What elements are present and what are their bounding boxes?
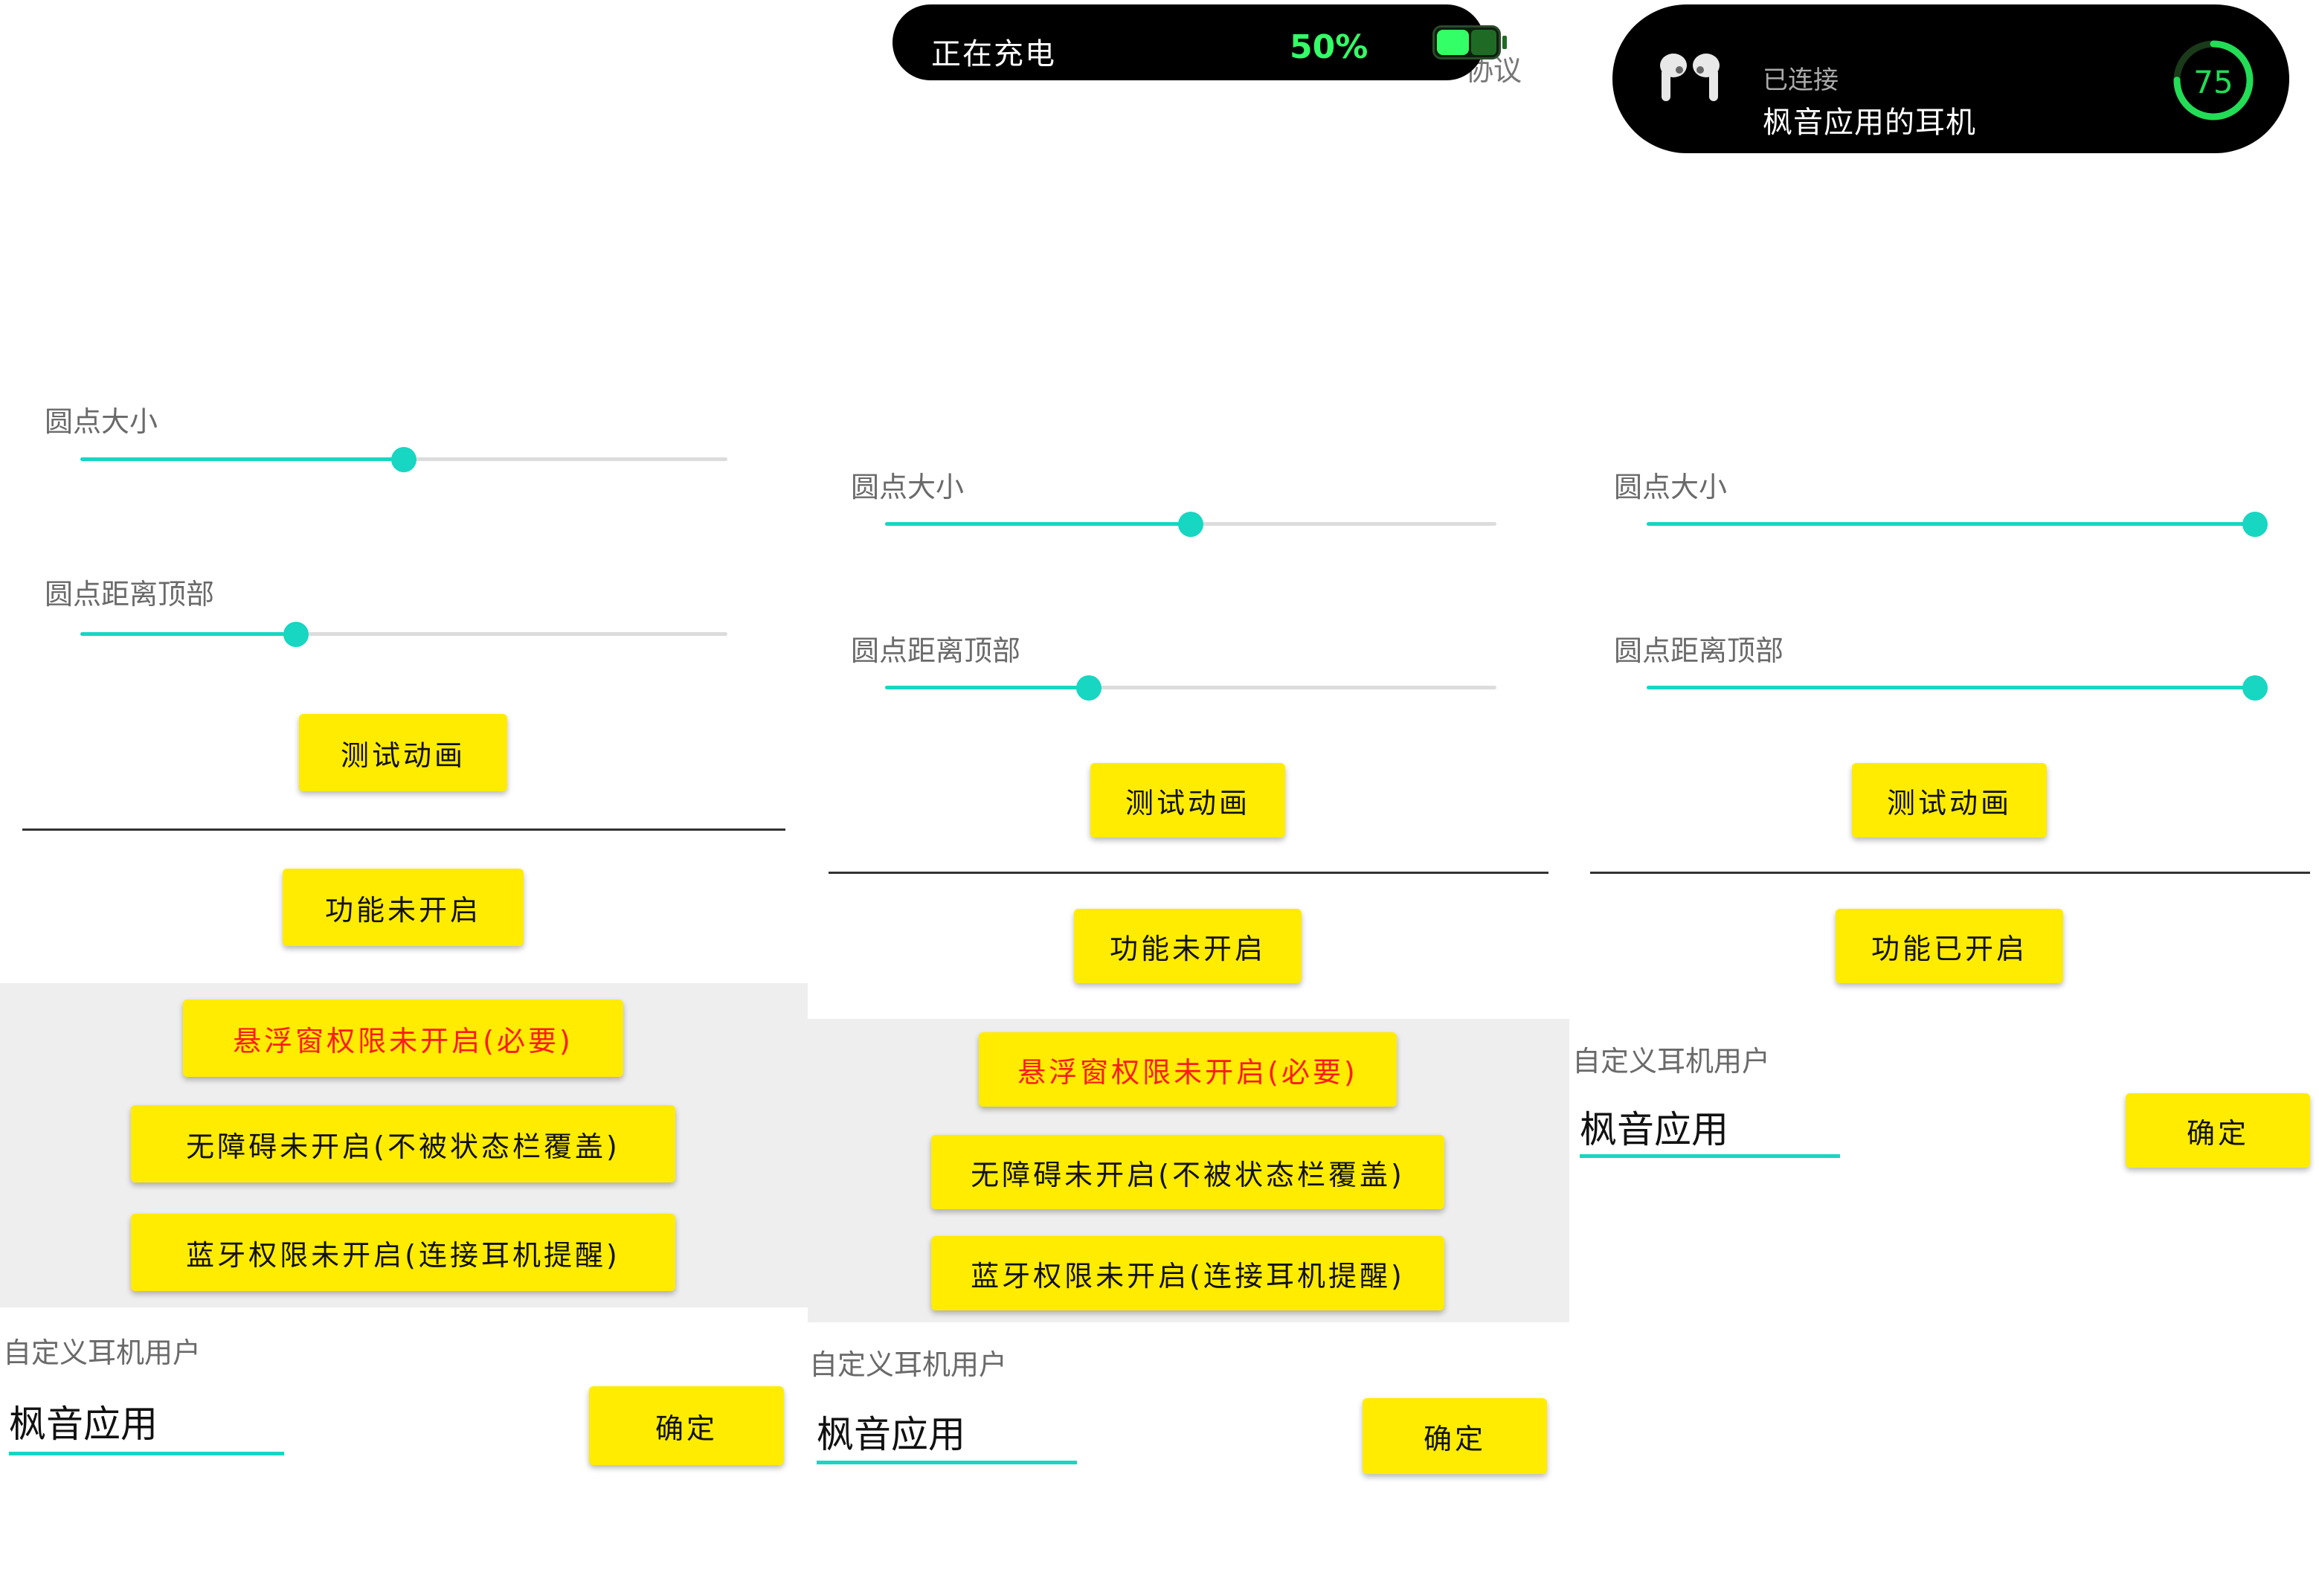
battery-fill xyxy=(1437,30,1469,55)
slider-size[interactable] xyxy=(1647,511,2268,537)
custom-user-label: 自定义耳机用户 xyxy=(809,1348,1008,1381)
charging-notification: 正在充电 50% xyxy=(892,4,1507,80)
earbuds-icon xyxy=(1660,54,1720,101)
custom-user-input[interactable]: 枫音应用 xyxy=(9,1403,158,1446)
slider-size-fill xyxy=(885,522,1191,526)
panel-left: 圆点大小 圆点距离顶部 测试动画 功能未开启 悬浮窗权限未开启(必要) 无障碍未… xyxy=(0,0,808,1596)
slider-top-thumb[interactable] xyxy=(283,621,309,647)
divider xyxy=(829,872,1548,874)
battery-ring xyxy=(2173,40,2254,120)
divider xyxy=(1590,872,2310,874)
test-animation-button[interactable]: 测试动画 xyxy=(299,714,507,791)
battery-fill-dark xyxy=(1470,30,1496,55)
slider-size-fill xyxy=(80,457,404,461)
connection-status: 已连接 xyxy=(1763,65,1839,95)
custom-user-label: 自定义耳机用户 xyxy=(3,1336,202,1369)
test-animation-button[interactable]: 测试动画 xyxy=(1852,763,2047,837)
custom-user-input[interactable]: 枫音应用 xyxy=(817,1413,965,1456)
slider-size[interactable] xyxy=(80,446,727,472)
slider-size-label: 圆点大小 xyxy=(45,405,158,438)
slider-top-fill xyxy=(80,632,296,636)
slider-top-thumb[interactable] xyxy=(1075,675,1101,701)
battery-percent: 50% xyxy=(1290,28,1368,66)
slider-top[interactable] xyxy=(885,675,1496,701)
slider-top-label: 圆点距离顶部 xyxy=(851,634,1021,667)
input-underline xyxy=(817,1461,1077,1464)
input-underline xyxy=(9,1452,284,1455)
battery-tip xyxy=(1502,36,1507,49)
slider-top-thumb[interactable] xyxy=(2242,675,2268,701)
feature-toggle-button[interactable]: 功能已开启 xyxy=(1836,909,2063,983)
slider-top[interactable] xyxy=(80,621,727,647)
overlay-permission-button[interactable]: 悬浮窗权限未开启(必要) xyxy=(183,1000,623,1077)
charging-text: 正在充电 xyxy=(931,37,1056,71)
device-name: 枫音应用的耳机 xyxy=(1763,106,1976,140)
slider-top-label: 圆点距离顶部 xyxy=(1614,634,1784,667)
accessibility-button[interactable]: 无障碍未开启(不被状态栏覆盖) xyxy=(931,1135,1444,1209)
slider-size[interactable] xyxy=(885,511,1496,537)
panel-right: 已连接 枫音应用的耳机 75 圆点大小 圆点距离顶部 测试动画 功能已开启 自定… xyxy=(1569,0,2319,1596)
confirm-button[interactable]: 确定 xyxy=(589,1386,784,1465)
feature-toggle-button[interactable]: 功能未开启 xyxy=(1074,909,1302,983)
slider-top-label: 圆点距离顶部 xyxy=(45,578,215,611)
overlay-permission-button[interactable]: 悬浮窗权限未开启(必要) xyxy=(979,1032,1397,1107)
accessibility-button[interactable]: 无障碍未开启(不被状态栏覆盖) xyxy=(131,1105,675,1182)
slider-size-label: 圆点大小 xyxy=(851,471,965,503)
divider xyxy=(22,828,785,831)
confirm-button[interactable]: 确定 xyxy=(1363,1398,1547,1474)
slider-top[interactable] xyxy=(1647,675,2268,701)
panel-middle: 协议 正在充电 50% 圆点大小 圆点距离顶部 测试动画 功能未开启 悬浮窗权限… xyxy=(808,0,1569,1596)
slider-size-thumb[interactable] xyxy=(1178,511,1203,537)
slider-size-thumb[interactable] xyxy=(391,446,416,472)
slider-top-fill xyxy=(1647,686,2255,689)
custom-user-input[interactable]: 枫音应用 xyxy=(1580,1108,1728,1151)
bluetooth-permission-button[interactable]: 蓝牙权限未开启(连接耳机提醒) xyxy=(131,1214,675,1291)
test-animation-button[interactable]: 测试动画 xyxy=(1090,763,1285,837)
feature-toggle-button[interactable]: 功能未开启 xyxy=(283,869,524,946)
custom-user-label: 自定义耳机用户 xyxy=(1572,1045,1771,1078)
slider-size-thumb[interactable] xyxy=(2242,511,2268,537)
earbuds-notification: 已连接 枫音应用的耳机 75 xyxy=(1612,4,2289,153)
input-underline xyxy=(1580,1154,1840,1158)
battery-ring-value: 75 xyxy=(2193,64,2233,100)
battery-icon xyxy=(1432,25,1501,59)
slider-size-label: 圆点大小 xyxy=(1614,471,1728,503)
confirm-button[interactable]: 确定 xyxy=(2126,1093,2310,1168)
bluetooth-permission-button[interactable]: 蓝牙权限未开启(连接耳机提醒) xyxy=(931,1236,1444,1310)
slider-top-fill xyxy=(885,686,1089,689)
slider-size-fill xyxy=(1647,522,2255,526)
